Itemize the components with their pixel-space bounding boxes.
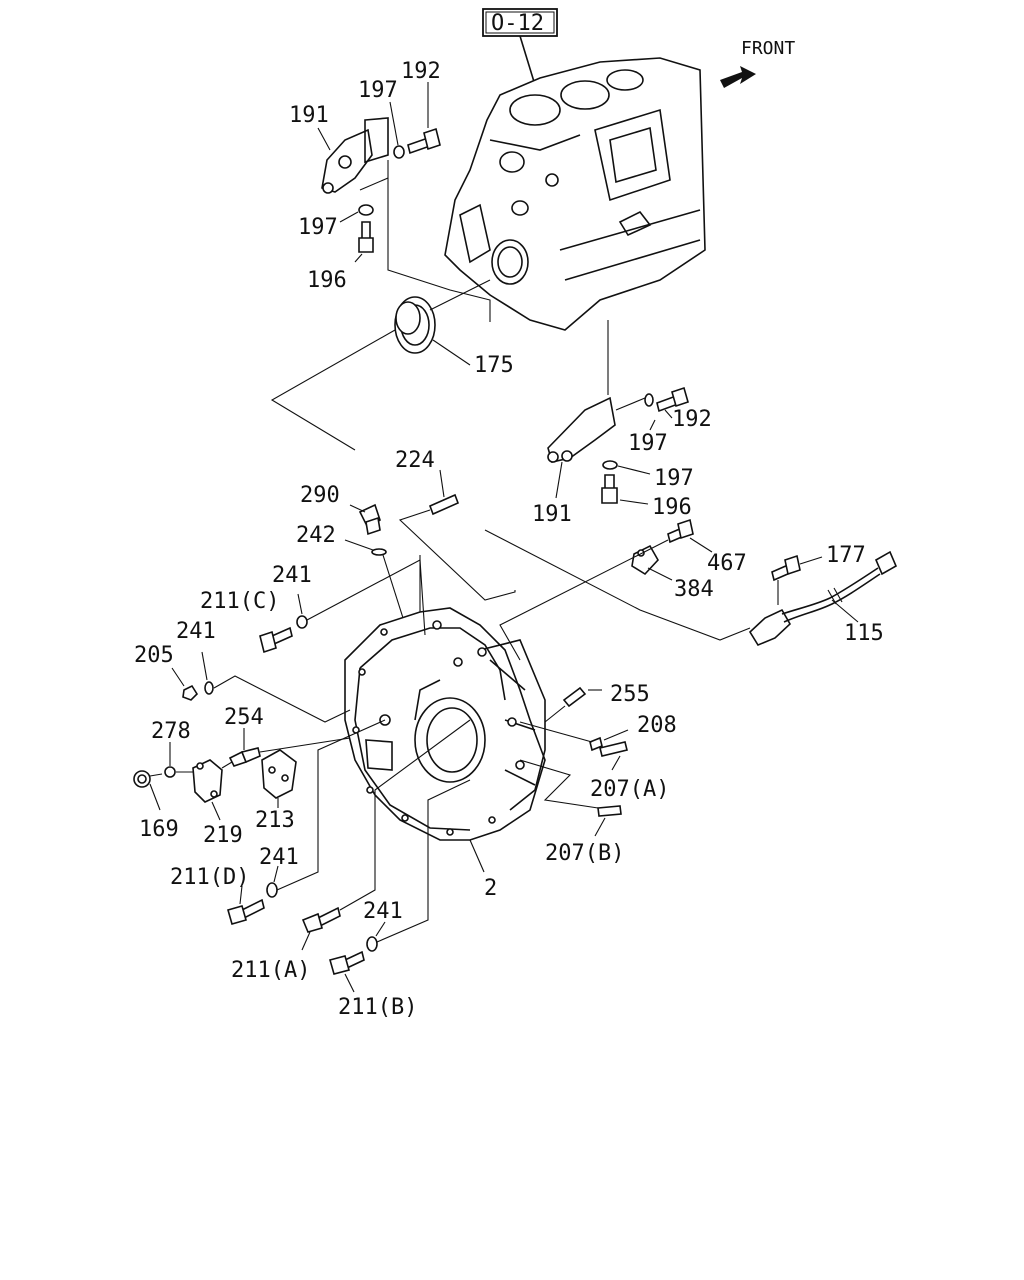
label-115: 115 bbox=[844, 621, 884, 646]
washer-197-right-b bbox=[602, 460, 618, 470]
o-ring-242 bbox=[371, 548, 387, 556]
flywheel-housing-2 bbox=[344, 607, 546, 841]
bolt-467 bbox=[667, 518, 694, 544]
bolt-211c bbox=[259, 626, 293, 654]
washer-197-mid bbox=[358, 204, 374, 216]
bolt-196-right bbox=[601, 474, 618, 504]
label-467: 467 bbox=[707, 551, 747, 576]
engine-block bbox=[444, 57, 706, 331]
reference-box[interactable]: O-12 bbox=[482, 8, 558, 37]
label-207b: 207(B) bbox=[545, 841, 624, 866]
label-211a: 211(A) bbox=[231, 958, 310, 983]
clip-278 bbox=[164, 766, 176, 778]
stud-207b bbox=[597, 805, 622, 817]
label-224: 224 bbox=[395, 448, 435, 473]
washer-241-d bbox=[366, 936, 378, 952]
label-211d: 211(D) bbox=[170, 865, 249, 890]
label-192-top: 192 bbox=[401, 59, 441, 84]
bolt-192-top bbox=[407, 127, 441, 155]
label-177: 177 bbox=[826, 543, 866, 568]
label-169: 169 bbox=[139, 817, 179, 842]
label-191-top: 191 bbox=[289, 103, 329, 128]
bracket-191-top bbox=[321, 117, 389, 194]
label-197-top: 197 bbox=[358, 78, 398, 103]
label-241-c: 241 bbox=[259, 845, 299, 870]
label-196-top: 196 bbox=[307, 268, 347, 293]
bolt-196-top bbox=[358, 221, 374, 253]
label-219: 219 bbox=[203, 823, 243, 848]
bolt-254 bbox=[228, 747, 261, 767]
label-208: 208 bbox=[637, 713, 677, 738]
stud-208 bbox=[589, 736, 603, 752]
label-192-right: 192 bbox=[672, 407, 712, 432]
label-213: 213 bbox=[255, 808, 295, 833]
stud-207a bbox=[599, 741, 628, 757]
label-255: 255 bbox=[610, 682, 650, 707]
label-211c: 211(C) bbox=[200, 589, 279, 614]
label-211b: 211(B) bbox=[338, 995, 417, 1020]
sensor-219 bbox=[192, 759, 223, 803]
front-label: FRONT bbox=[741, 38, 795, 59]
label-241-a: 241 bbox=[272, 563, 312, 588]
bolt-192-right bbox=[656, 386, 689, 413]
label-197-right-a: 197 bbox=[628, 431, 668, 456]
bracket-213 bbox=[261, 749, 297, 799]
label-384: 384 bbox=[674, 577, 714, 602]
bracket-191-right bbox=[547, 396, 616, 463]
bolt-177 bbox=[771, 554, 801, 582]
label-196-right: 196 bbox=[652, 495, 692, 520]
label-2: 2 bbox=[484, 876, 497, 901]
stud-255 bbox=[562, 686, 587, 708]
label-254: 254 bbox=[224, 705, 264, 730]
bolt-211d bbox=[227, 898, 265, 925]
nut-169 bbox=[133, 770, 151, 788]
cover-384 bbox=[631, 544, 659, 576]
front-arrow-icon bbox=[720, 66, 756, 88]
label-241-d: 241 bbox=[363, 899, 403, 924]
washer-241-c bbox=[266, 882, 278, 898]
washer-197-top bbox=[393, 145, 405, 159]
stud-224 bbox=[428, 493, 460, 516]
washer-241-a bbox=[296, 615, 308, 629]
label-205: 205 bbox=[134, 643, 174, 668]
label-197-mid: 197 bbox=[298, 215, 338, 240]
nut-205 bbox=[182, 684, 199, 701]
washer-241-b bbox=[204, 681, 214, 695]
label-290: 290 bbox=[300, 483, 340, 508]
oil-seal-175 bbox=[394, 296, 436, 354]
label-191-right: 191 bbox=[532, 502, 572, 527]
plug-290 bbox=[358, 503, 381, 536]
label-241-b: 241 bbox=[176, 619, 216, 644]
label-197-right-b: 197 bbox=[654, 466, 694, 491]
label-175: 175 bbox=[474, 353, 514, 378]
label-207a: 207(A) bbox=[590, 777, 669, 802]
washer-197-right-a bbox=[644, 393, 654, 407]
bolt-211b bbox=[329, 950, 365, 975]
bolt-211a bbox=[301, 906, 341, 933]
reference-box-label: O-12 bbox=[491, 11, 544, 36]
label-278: 278 bbox=[151, 719, 191, 744]
label-242: 242 bbox=[296, 523, 336, 548]
